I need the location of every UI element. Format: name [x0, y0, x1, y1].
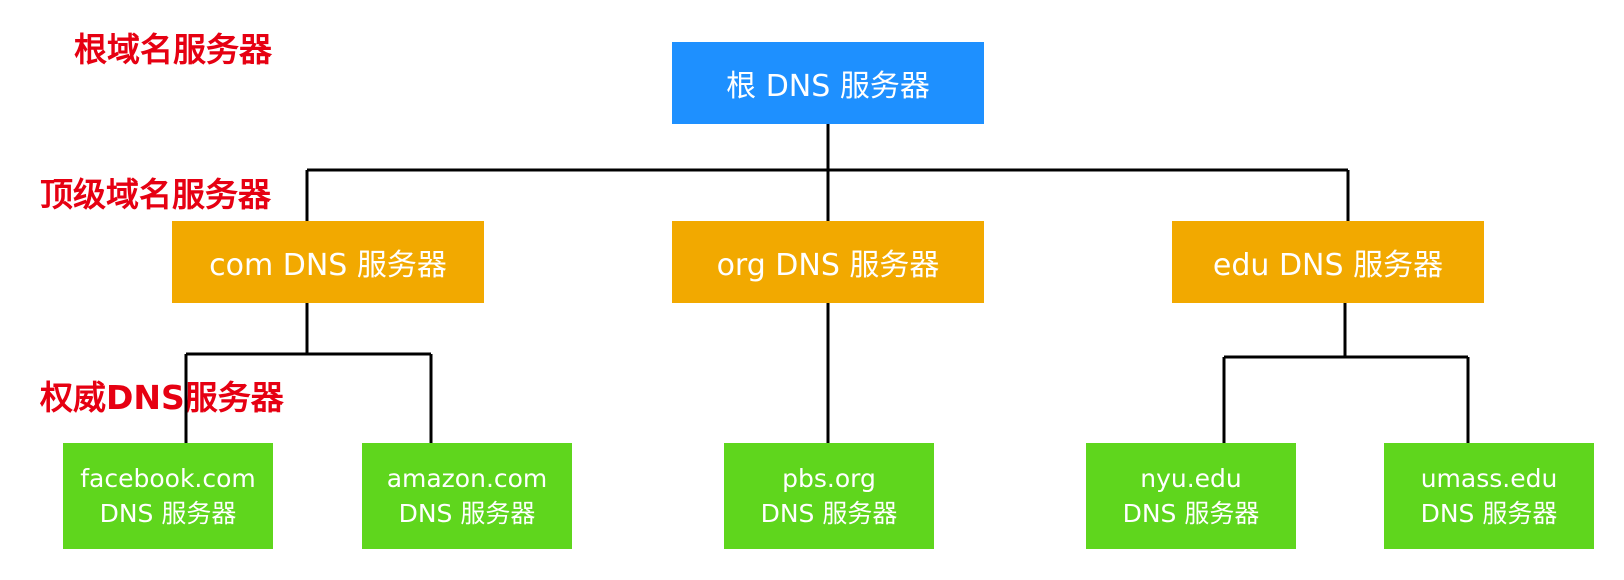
- level-label-root: 根域名服务器: [74, 30, 272, 69]
- auth-server-domain: nyu.edu: [1140, 464, 1242, 493]
- auth-server-domain: pbs.org: [782, 464, 876, 493]
- level-label-authoritative: 权威DNS服务器: [40, 378, 284, 417]
- tld-server-com: com DNS 服务器: [172, 221, 484, 303]
- root-dns-server: 根 DNS 服务器: [672, 42, 984, 124]
- auth-server-domain: facebook.com: [80, 464, 256, 493]
- level-label-tld: 顶级域名服务器: [40, 175, 271, 214]
- auth-server-suffix: DNS 服务器: [1122, 499, 1260, 528]
- auth-server-suffix: DNS 服务器: [760, 499, 898, 528]
- auth-server-facebook: facebook.com DNS 服务器: [63, 443, 273, 549]
- auth-server-suffix: DNS 服务器: [398, 499, 536, 528]
- tld-server-label: com DNS 服务器: [209, 248, 447, 283]
- auth-server-domain: amazon.com: [386, 464, 548, 493]
- auth-server-nyu: nyu.edu DNS 服务器: [1086, 443, 1296, 549]
- auth-server-domain: umass.edu: [1420, 464, 1558, 493]
- tld-server-org: org DNS 服务器: [672, 221, 984, 303]
- tld-server-label: edu DNS 服务器: [1212, 248, 1444, 283]
- auth-server-amazon: amazon.com DNS 服务器: [362, 443, 572, 549]
- tld-server-edu: edu DNS 服务器: [1172, 221, 1484, 303]
- auth-server-suffix: DNS 服务器: [99, 499, 237, 528]
- auth-server-suffix: DNS 服务器: [1420, 499, 1558, 528]
- tld-server-label: org DNS 服务器: [716, 248, 940, 283]
- root-dns-server-label: 根 DNS 服务器: [726, 69, 930, 104]
- auth-server-pbs: pbs.org DNS 服务器: [724, 443, 934, 549]
- auth-server-umass: umass.edu DNS 服务器: [1384, 443, 1594, 549]
